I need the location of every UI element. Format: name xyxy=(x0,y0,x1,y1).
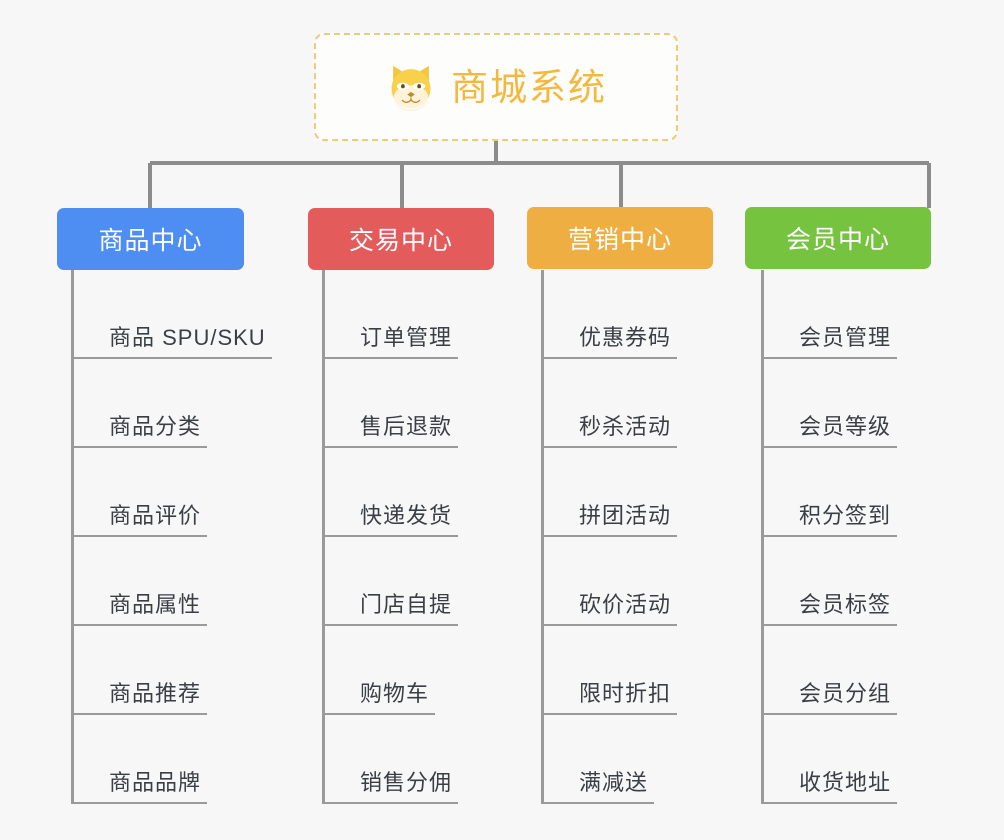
column-rail xyxy=(322,270,325,804)
leaf-item[interactable]: 优惠券码 xyxy=(541,270,678,359)
leaf-item[interactable]: 商品品牌 xyxy=(71,715,208,804)
leaf-item[interactable]: 会员管理 xyxy=(761,270,898,359)
leaf-label: 快递发货 xyxy=(360,502,453,528)
category-title: 会员中心 xyxy=(785,226,890,254)
leaf-item[interactable]: 会员标签 xyxy=(761,537,898,626)
leaf-label: 会员分组 xyxy=(799,680,892,706)
leaf-item[interactable]: 砍价活动 xyxy=(541,537,678,626)
category-title: 营销中心 xyxy=(567,226,672,254)
leaf-label: 售后退款 xyxy=(360,413,453,439)
leaf-item[interactable]: 售后退款 xyxy=(322,359,459,448)
leaf-label: 商品分类 xyxy=(109,413,202,439)
leaf-item[interactable]: 销售分佣 xyxy=(322,715,459,804)
leaf-item[interactable]: 限时折扣 xyxy=(541,626,678,715)
category-box-product-center[interactable]: 商品中心 xyxy=(57,208,244,270)
leaf-item[interactable]: 会员等级 xyxy=(761,359,898,448)
leaf-label: 商品 SPU/SKU xyxy=(109,324,266,350)
leaf-column-trade-center: 订单管理 售后退款 快递发货 门店自提 购物车 销售分佣 xyxy=(322,270,522,804)
category-box-marketing-center[interactable]: 营销中心 xyxy=(527,207,713,269)
leaf-label: 销售分佣 xyxy=(360,769,453,795)
shiba-dog-icon xyxy=(391,65,431,112)
leaf-label: 收货地址 xyxy=(799,769,892,795)
leaf-label: 会员标签 xyxy=(799,591,892,617)
leaf-label: 限时折扣 xyxy=(579,680,672,706)
leaf-item[interactable]: 商品评价 xyxy=(71,448,208,537)
leaf-label: 会员管理 xyxy=(799,324,892,350)
column-rail xyxy=(71,270,74,804)
leaf-column-marketing-center: 优惠券码 秒杀活动 拼团活动 砍价活动 限时折扣 满减送 xyxy=(541,270,741,804)
category-box-trade-center[interactable]: 交易中心 xyxy=(308,208,494,270)
column-rail xyxy=(761,270,764,804)
leaf-label: 优惠券码 xyxy=(579,324,672,350)
leaf-label: 积分签到 xyxy=(799,502,892,528)
leaf-item[interactable]: 拼团活动 xyxy=(541,448,678,537)
leaf-item[interactable]: 商品分类 xyxy=(71,359,208,448)
leaf-item[interactable]: 秒杀活动 xyxy=(541,359,678,448)
leaf-label: 订单管理 xyxy=(360,324,453,350)
category-title: 商品中心 xyxy=(98,227,203,255)
leaf-item[interactable]: 商品推荐 xyxy=(71,626,208,715)
leaf-label: 秒杀活动 xyxy=(579,413,672,439)
leaf-column-member-center: 会员管理 会员等级 积分签到 会员标签 会员分组 收货地址 xyxy=(761,270,961,804)
root-node-shop-system[interactable]: 商城系统 xyxy=(314,33,678,141)
root-title: 商城系统 xyxy=(451,66,607,108)
leaf-item[interactable]: 会员分组 xyxy=(761,626,898,715)
leaf-label: 拼团活动 xyxy=(579,502,672,528)
leaf-item[interactable]: 满减送 xyxy=(541,715,655,804)
category-box-member-center[interactable]: 会员中心 xyxy=(745,207,931,269)
leaf-item[interactable]: 收货地址 xyxy=(761,715,898,804)
leaf-label: 会员等级 xyxy=(799,413,892,439)
leaf-column-product-center: 商品 SPU/SKU 商品分类 商品评价 商品属性 商品推荐 商品品牌 xyxy=(71,270,301,804)
leaf-item[interactable]: 订单管理 xyxy=(322,270,459,359)
leaf-label: 购物车 xyxy=(360,680,430,706)
leaf-label: 商品属性 xyxy=(109,591,202,617)
leaf-label: 商品推荐 xyxy=(109,680,202,706)
leaf-label: 砍价活动 xyxy=(579,591,672,617)
leaf-label: 满减送 xyxy=(579,769,649,795)
leaf-item[interactable]: 积分签到 xyxy=(761,448,898,537)
leaf-label: 商品品牌 xyxy=(109,769,202,795)
leaf-label: 商品评价 xyxy=(109,502,202,528)
leaf-label: 门店自提 xyxy=(360,591,453,617)
leaf-item[interactable]: 商品属性 xyxy=(71,537,208,626)
category-title: 交易中心 xyxy=(348,227,453,255)
leaf-item[interactable]: 商品 SPU/SKU xyxy=(71,270,272,359)
column-rail xyxy=(541,270,544,804)
leaf-item[interactable]: 门店自提 xyxy=(322,537,459,626)
leaf-item[interactable]: 快递发货 xyxy=(322,448,459,537)
leaf-item[interactable]: 购物车 xyxy=(322,626,436,715)
